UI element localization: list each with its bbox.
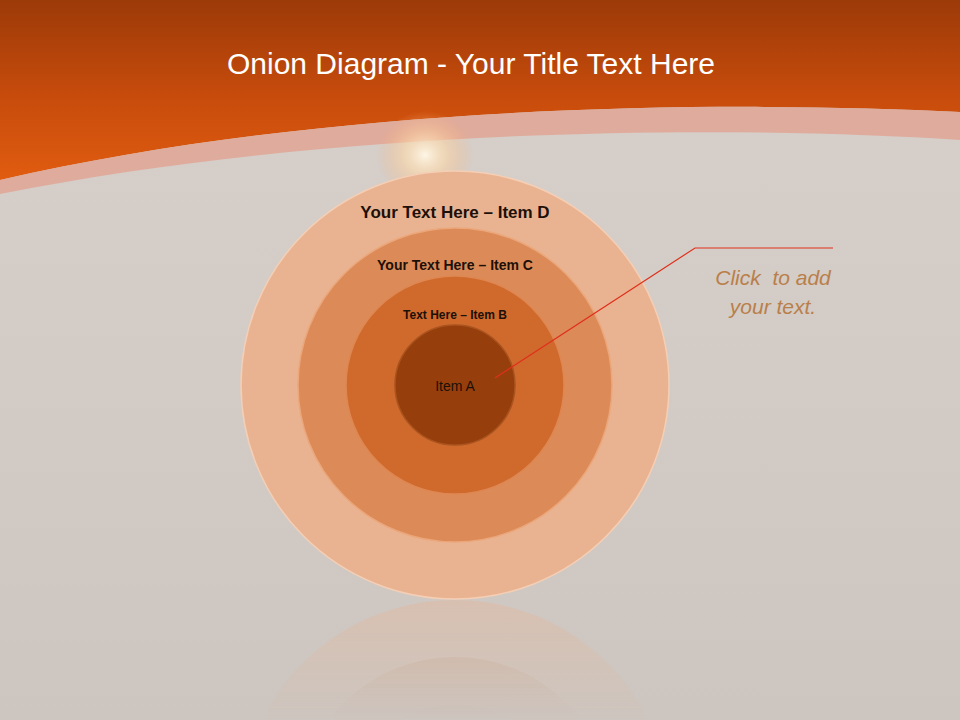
middle-ring: Your Text Here – Item C Text Here – Item … bbox=[297, 227, 613, 543]
ring-label: Text Here – Item B bbox=[403, 309, 507, 323]
core-circle: Item A bbox=[394, 324, 516, 446]
inner-ring-fill bbox=[346, 276, 564, 494]
callout-holder: Click to add your text. bbox=[693, 263, 853, 322]
core-circle-fill bbox=[395, 325, 515, 445]
ring-label: Your Text Here – Item D bbox=[360, 203, 549, 223]
ring-label-holder: Item A bbox=[394, 377, 516, 395]
ring-label-holder: Text Here – Item B bbox=[345, 305, 565, 323]
ring-label: Your Text Here – Item C bbox=[377, 257, 533, 273]
slide-title: Onion Diagram - Your Title Text Here bbox=[227, 46, 715, 82]
circle-reflection bbox=[240, 600, 670, 720]
callout-text: Click to add your text. bbox=[693, 263, 853, 322]
outer-ring: Your Text Here – Item D Your Text Here – … bbox=[240, 170, 670, 600]
inner-ring: Text Here – Item B Item A bbox=[345, 275, 565, 495]
title-holder: Onion Diagram - Your Title Text Here bbox=[0, 46, 942, 82]
middle-ring-fill bbox=[298, 228, 612, 542]
ring-label-holder: Your Text Here – Item C bbox=[297, 256, 613, 274]
ring-label: Item A bbox=[435, 378, 475, 394]
ring-label-holder: Your Text Here – Item D bbox=[240, 203, 670, 223]
outer-ring-fill bbox=[241, 171, 669, 599]
